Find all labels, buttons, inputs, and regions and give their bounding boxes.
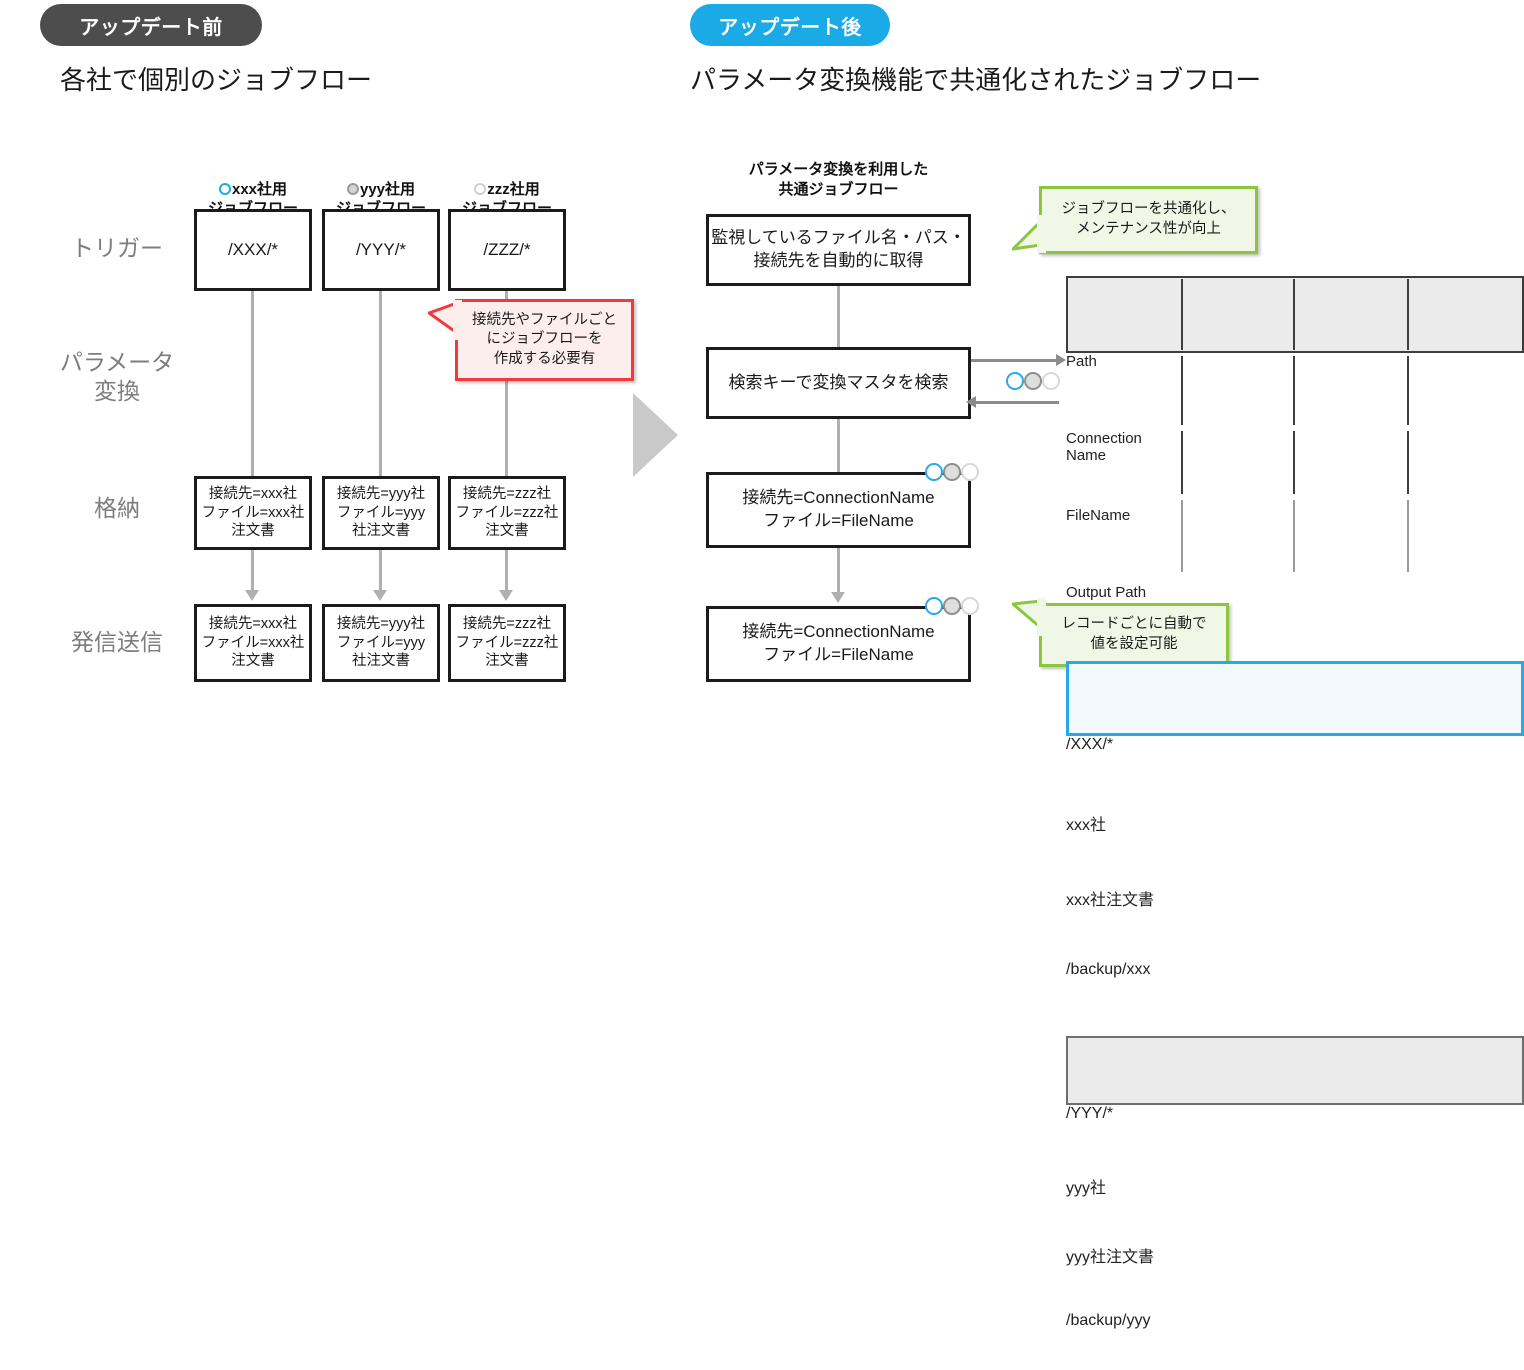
step-box-result-store: 接続先=ConnectionName ファイル=FileName <box>706 472 971 548</box>
column-separator <box>1407 356 1409 425</box>
column-separator <box>1407 279 1409 350</box>
circle-gray-filled-icon <box>943 597 961 615</box>
right-section-title: パラメータ変換機能で共通化されたジョブフロー <box>690 65 1262 95</box>
table-row-0-cell-2: xxx社注文書 <box>1066 892 1155 909</box>
arrow-to-table-head-icon <box>1056 354 1066 366</box>
common-flow-header: パラメータ変換を利用した 共通ジョブフロー <box>748 161 929 198</box>
store-box-xxx: 接続先=xxx社 ファイル=xxx社 注文書 <box>194 476 312 550</box>
callout-left-note: 接続先やファイルごと にジョブフローを 作成する必要有 <box>455 299 634 381</box>
row-label-send: 発信送信 <box>71 629 163 655</box>
table-header-row <box>1066 276 1524 353</box>
callout-maintenance: ジョブフローを共通化し、 メンテナンス性が向上 <box>1039 186 1258 254</box>
circle-blue-outline-icon <box>925 463 943 481</box>
circle-gray-filled-icon <box>943 463 961 481</box>
circle-light-outline-icon <box>474 182 487 195</box>
circle-blue-outline-icon <box>925 597 943 615</box>
connector-yyy-trigger-to-store <box>379 291 382 476</box>
markers-step4 <box>925 597 979 615</box>
table-row-1[interactable] <box>1066 1036 1524 1105</box>
trigger-box-zzz: /ZZZ/* <box>448 209 566 291</box>
table-header-row-cell-2: FileName <box>1066 507 1131 524</box>
arrowhead-yyy-store-to-send <box>373 590 387 601</box>
column-separator <box>1181 500 1183 572</box>
column-separator <box>1181 356 1183 425</box>
left-section-title: 各社で個別のジョブフロー <box>60 65 373 95</box>
table-row-1-cell-3: /backup/yyy <box>1066 1312 1151 1329</box>
table-row-0-cell-3: /backup/xxx <box>1066 961 1151 978</box>
connector-xxx-trigger-to-store <box>251 291 254 476</box>
store-box-yyy: 接続先=yyy社 ファイル=yyy 社注文書 <box>322 476 440 550</box>
arrow-from-table <box>971 401 1059 404</box>
connector-zzz-trigger-to-store <box>505 291 508 476</box>
circle-gray-filled-icon <box>1024 372 1042 390</box>
connector-yyy-store-to-send <box>379 550 382 594</box>
arrowhead-step3-to-step4 <box>831 592 845 603</box>
table-row-0-cell-1: xxx社 <box>1066 817 1107 834</box>
connector-step2-to-step3 <box>837 419 840 472</box>
column-separator <box>1293 431 1295 494</box>
connector-step3-to-step4 <box>837 548 840 596</box>
send-box-xxx: 接続先=xxx社 ファイル=xxx社 注文書 <box>194 604 312 682</box>
trigger-box-xxx: /XXX/* <box>194 209 312 291</box>
row-label-storage: 格納 <box>94 495 140 521</box>
column-separator <box>1407 431 1409 494</box>
table-row-1-cell-2: yyy社注文書 <box>1066 1249 1155 1266</box>
trigger-box-yyy: /YYY/* <box>322 209 440 291</box>
transition-arrow-icon <box>633 393 678 477</box>
store-box-zzz: 接続先=zzz社 ファイル=zzz社 注文書 <box>448 476 566 550</box>
arrow-to-table <box>971 359 1059 362</box>
arrow-from-table-head-icon <box>966 396 976 408</box>
table-row-1-cell-0: /YYY/* <box>1066 1105 1114 1122</box>
connector-zzz-store-to-send <box>505 550 508 594</box>
table-row-1-cell-1: yyy社 <box>1066 1180 1107 1197</box>
column-separator <box>1293 500 1295 572</box>
step-box-monitor: 監視しているファイル名・パス・ 接続先を自動的に取得 <box>706 214 971 286</box>
circle-light-outline-icon <box>961 597 979 615</box>
callout-maintenance-tail-icon <box>1012 215 1046 253</box>
send-box-zzz: 接続先=zzz社 ファイル=zzz社 注文書 <box>448 604 566 682</box>
table-row-0-cell-0: /XXX/* <box>1066 736 1114 753</box>
slide-canvas: アップデート前 各社で個別のジョブフロー トリガー パラメータ 変換 格納 発信… <box>40 4 1524 1329</box>
markers-lookup <box>1006 372 1060 390</box>
circle-blue-outline-icon <box>1006 372 1024 390</box>
arrowhead-zzz-store-to-send <box>499 590 513 601</box>
callout-auto-values: レコードごとに自動で 値を設定可能 <box>1039 603 1229 667</box>
column-separator <box>1181 279 1183 350</box>
table-row-0[interactable] <box>1066 661 1524 736</box>
row-label-trigger: トリガー <box>71 235 163 261</box>
callout-left-tail-icon <box>428 300 462 340</box>
table-header-row-cell-3: Output Path <box>1066 584 1147 601</box>
badge-before-update: アップデート前 <box>40 4 262 46</box>
table-header-row-cell-0: Path <box>1066 353 1097 370</box>
column-separator <box>1293 279 1295 350</box>
send-box-yyy: 接続先=yyy社 ファイル=yyy 社注文書 <box>322 604 440 682</box>
column-separator <box>1181 431 1183 494</box>
badge-after-update: アップデート後 <box>690 4 890 46</box>
circle-light-outline-icon <box>961 463 979 481</box>
callout-auto-values-tail-icon <box>1012 598 1046 636</box>
arrowhead-xxx-store-to-send <box>245 590 259 601</box>
circle-blue-outline-icon <box>218 182 231 195</box>
table-header-row-cell-1: Connection Name <box>1066 430 1142 464</box>
column-separator <box>1407 500 1409 572</box>
connector-xxx-store-to-send <box>251 550 254 594</box>
column-separator <box>1293 356 1295 425</box>
markers-step3 <box>925 463 979 481</box>
step-box-send: 接続先=ConnectionName ファイル=FileName <box>706 606 971 682</box>
circle-light-outline-icon <box>1042 372 1060 390</box>
connector-step1-to-step2 <box>837 286 840 372</box>
row-label-parameter-conversion: パラメータ 変換 <box>59 349 175 404</box>
step-box-search-master: 検索キーで変換マスタを検索 <box>706 347 971 419</box>
circle-gray-filled-icon <box>346 182 359 195</box>
